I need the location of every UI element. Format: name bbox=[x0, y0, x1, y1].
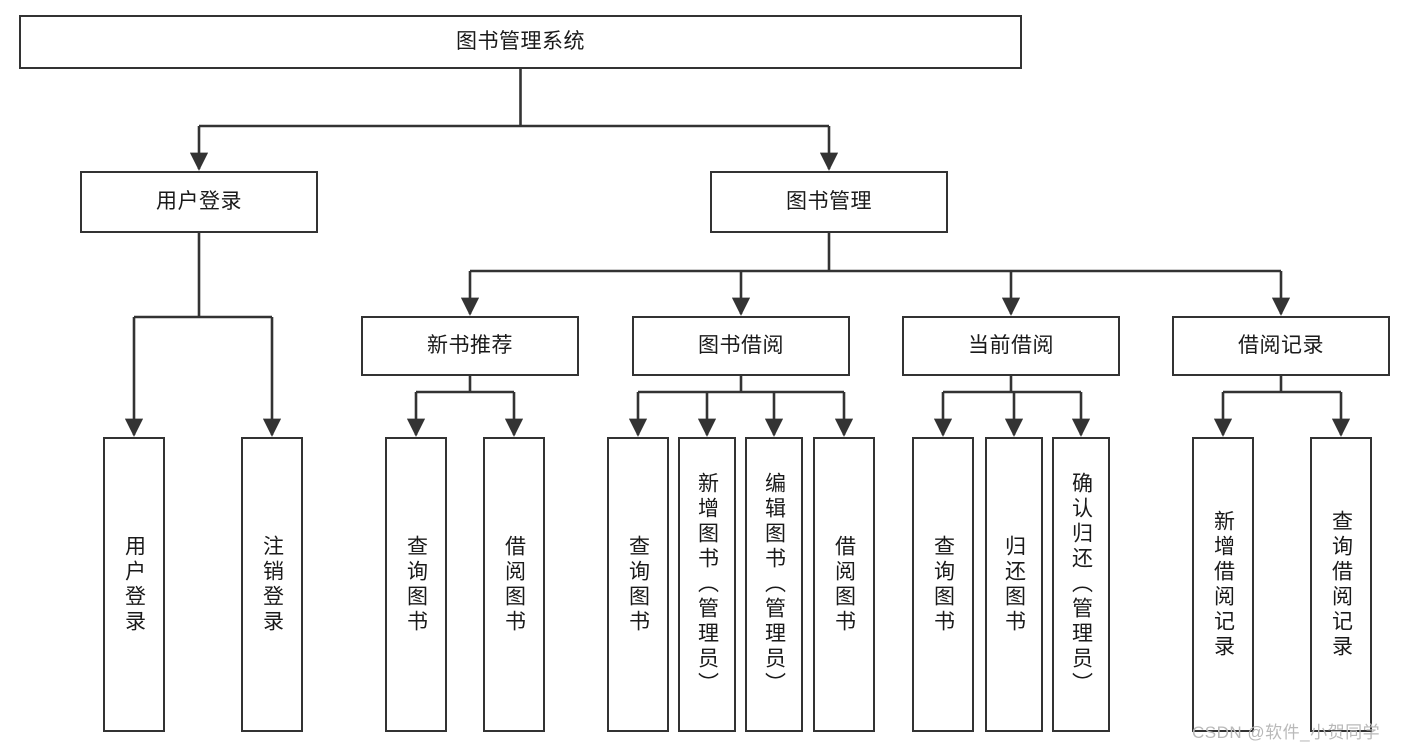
node-leaf-edit[interactable]: 编辑图书（管理员） bbox=[745, 437, 803, 732]
node-leaf-q2[interactable]: 查询图书 bbox=[607, 437, 669, 732]
node-label: 借阅图书 bbox=[832, 534, 856, 635]
node-label: 图书借阅 bbox=[698, 333, 784, 357]
node-label: 新书推荐 bbox=[427, 333, 513, 357]
node-label: 查询图书 bbox=[931, 534, 955, 635]
node-leaf-addrec[interactable]: 新增借阅记录 bbox=[1192, 437, 1254, 732]
node-leaf-b2[interactable]: 借阅图书 bbox=[813, 437, 875, 732]
node-label: 新增借阅记录 bbox=[1211, 509, 1235, 660]
node-borrow[interactable]: 图书借阅 bbox=[632, 316, 850, 376]
node-leaf-login[interactable]: 用户登录 bbox=[103, 437, 165, 732]
node-label: 查询借阅记录 bbox=[1329, 509, 1353, 660]
node-leaf-b1[interactable]: 借阅图书 bbox=[483, 437, 545, 732]
node-login[interactable]: 用户登录 bbox=[80, 171, 318, 233]
node-leaf-ret[interactable]: 归还图书 bbox=[985, 437, 1043, 732]
node-current[interactable]: 当前借阅 bbox=[902, 316, 1120, 376]
node-newbook[interactable]: 新书推荐 bbox=[361, 316, 579, 376]
node-label: 编辑图书（管理员） bbox=[762, 472, 786, 697]
node-records[interactable]: 借阅记录 bbox=[1172, 316, 1390, 376]
node-leaf-q3[interactable]: 查询图书 bbox=[912, 437, 974, 732]
node-leaf-qrec[interactable]: 查询借阅记录 bbox=[1310, 437, 1372, 732]
node-label: 图书管理 bbox=[786, 189, 872, 213]
node-leaf-conf[interactable]: 确认归还（管理员） bbox=[1052, 437, 1110, 732]
node-leaf-logout[interactable]: 注销登录 bbox=[241, 437, 303, 732]
node-label: 用户登录 bbox=[122, 534, 146, 635]
node-label: 注销登录 bbox=[260, 534, 284, 635]
node-label: 图书管理系统 bbox=[456, 29, 585, 53]
node-label: 用户登录 bbox=[156, 189, 242, 213]
node-label: 借阅图书 bbox=[502, 534, 526, 635]
node-label: 确认归还（管理员） bbox=[1069, 472, 1093, 697]
node-leaf-add[interactable]: 新增图书（管理员） bbox=[678, 437, 736, 732]
node-label: 查询图书 bbox=[626, 534, 650, 635]
node-label: 归还图书 bbox=[1002, 534, 1026, 635]
node-label: 查询图书 bbox=[404, 534, 428, 635]
node-label: 借阅记录 bbox=[1238, 333, 1324, 357]
node-label: 当前借阅 bbox=[968, 333, 1054, 357]
csdn-watermark: CSDN @软件_小贺同学 bbox=[1192, 723, 1381, 742]
node-leaf-q1[interactable]: 查询图书 bbox=[385, 437, 447, 732]
node-bookmgmt[interactable]: 图书管理 bbox=[710, 171, 948, 233]
node-root[interactable]: 图书管理系统 bbox=[19, 15, 1022, 69]
node-label: 新增图书（管理员） bbox=[695, 472, 719, 697]
